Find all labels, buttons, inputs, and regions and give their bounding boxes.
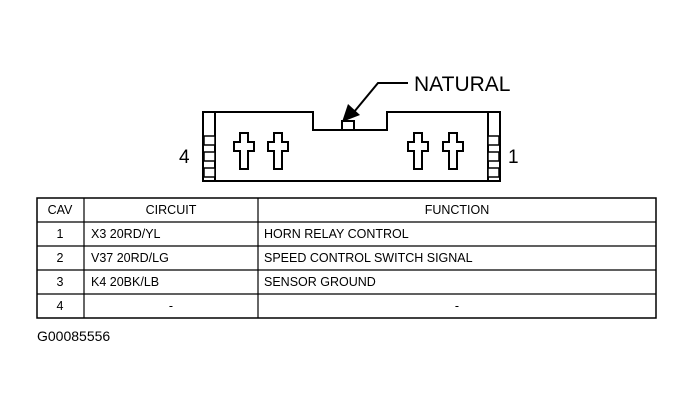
cavity-terminal-icon-1 <box>233 132 255 170</box>
cavity-table: CAV CIRCUIT FUNCTION 1 X3 20RD/YL HORN R… <box>36 197 657 319</box>
header-circuit: CIRCUIT <box>146 203 197 217</box>
figure-id: G00085556 <box>37 328 110 344</box>
natural-key-tab <box>341 120 355 131</box>
header-function: FUNCTION <box>425 203 490 217</box>
callout-leader-arrow <box>342 82 408 122</box>
header-cav: CAV <box>48 203 73 217</box>
cavity-terminal-icon-3 <box>407 132 429 170</box>
cavity-terminal-icon-4 <box>442 132 464 170</box>
row-4-circuit: - <box>169 299 173 313</box>
row-1-function: HORN RELAY CONTROL <box>264 227 409 241</box>
pin-label-right: 1 <box>508 147 519 168</box>
row-2-function: SPEED CONTROL SWITCH SIGNAL <box>264 251 473 265</box>
row-3-cav: 3 <box>57 275 64 289</box>
row-1-circuit: X3 20RD/YL <box>91 227 161 241</box>
row-2-cav: 2 <box>57 251 64 265</box>
row-1-cav: 1 <box>57 227 64 241</box>
row-4-cav: 4 <box>57 299 64 313</box>
row-3-circuit: K4 20BK/LB <box>91 275 159 289</box>
row-3-function: SENSOR GROUND <box>264 275 376 289</box>
row-4-function: - <box>455 299 459 313</box>
pin-label-left: 4 <box>179 147 190 168</box>
natural-callout-label: NATURAL <box>414 73 510 96</box>
cavity-group <box>233 132 464 170</box>
cavity-terminal-icon-2 <box>267 132 289 170</box>
row-2-circuit: V37 20RD/LG <box>91 251 169 265</box>
